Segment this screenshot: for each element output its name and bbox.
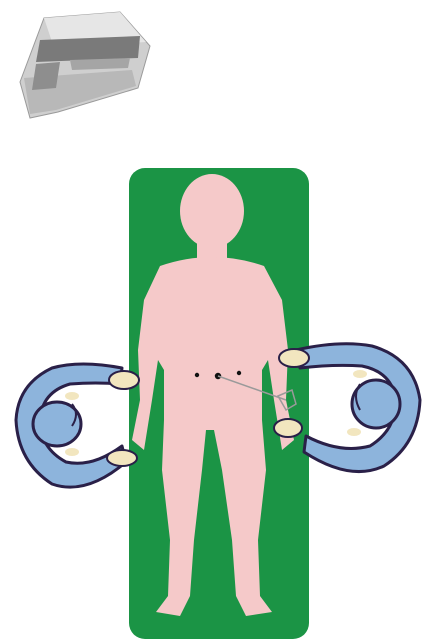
surgeon-topview-left-icon <box>16 364 139 487</box>
left-surgeon-hand-upper <box>109 371 139 389</box>
right-surgeon-hand-upper <box>279 349 309 367</box>
patient-head <box>180 174 244 248</box>
port-left <box>195 373 199 377</box>
right-surgeon-hand-lower <box>274 419 302 437</box>
surgical-console-icon <box>20 12 150 118</box>
port-right <box>237 371 241 375</box>
left-surgeon-hand-lower <box>107 450 137 466</box>
